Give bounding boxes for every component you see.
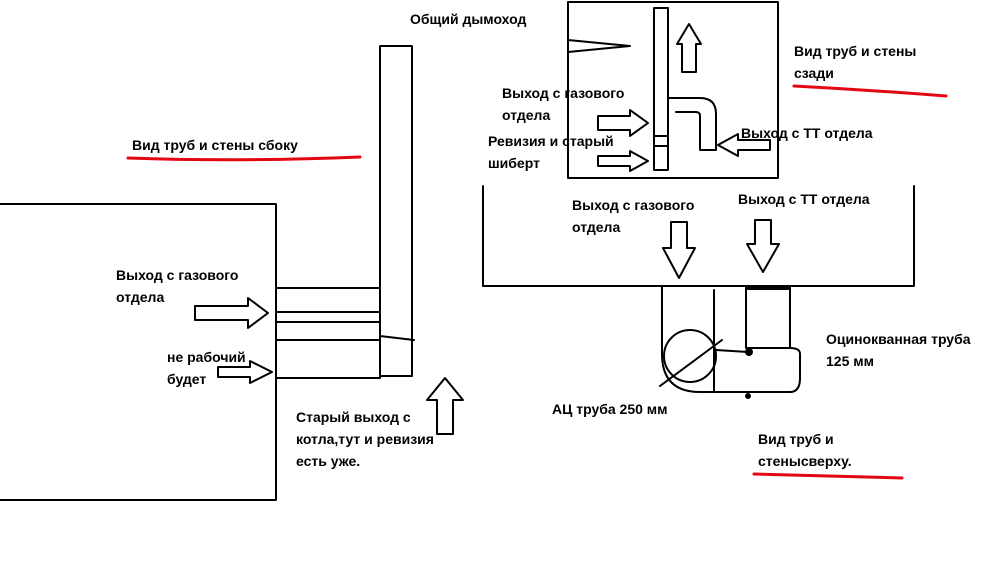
side-view-title: Вид труб и стены сбоку (132, 137, 298, 153)
top-ac-pipe-circle (663, 329, 717, 383)
back-elbow-pipe (667, 97, 717, 151)
galvanized-pipe-label-1: Оцинокванная труба (826, 331, 971, 347)
top-gas-outlet-label-2: отдела (572, 219, 621, 235)
side-old-outlet-label-2: котла,тут и ревизия (296, 431, 434, 447)
back-gas-arrow (597, 109, 649, 137)
common-chimney-label: Общий дымоход (410, 11, 527, 27)
back-revision-label-1: Ревизия и старый (488, 133, 614, 149)
side-notworking-label-1: не рабочий (167, 349, 246, 365)
top-connector-dot (745, 348, 753, 356)
side-notworking-label-2: будет (167, 371, 207, 387)
top-tt-outlet-label: Выход с ТТ отдела (738, 191, 870, 207)
galvanized-pipe-label-2: 125 мм (826, 353, 874, 369)
top-bottom-dot (745, 393, 751, 399)
back-view-title-1: Вид труб и стены (794, 43, 917, 59)
back-up-arrow (676, 23, 702, 73)
side-chimney-joint (379, 335, 415, 341)
top-connector (715, 349, 749, 353)
back-chimney (653, 7, 669, 171)
back-revision-label-2: шиберт (488, 155, 540, 171)
back-gas-outlet-label-1: Выход с газового (502, 85, 625, 101)
side-gas-outlet-label-1: Выход с газового (116, 267, 239, 283)
back-gas-outlet-label-2: отдела (502, 107, 551, 123)
top-title-underline (752, 472, 904, 480)
side-notworking-arrow (217, 360, 273, 384)
ac-pipe-label: АЦ труба 250 мм (552, 401, 668, 417)
side-up-arrow (426, 377, 464, 435)
top-galvanized-pipe (745, 285, 791, 349)
back-chimney-pointer (567, 39, 631, 53)
back-view-title-2: сзади (794, 65, 834, 81)
top-circle-diagonal (659, 339, 723, 387)
back-tt-arrow (717, 133, 771, 157)
top-view-title-1: Вид труб и (758, 431, 834, 447)
top-gas-outlet-label-1: Выход с газового (572, 197, 695, 213)
side-lower-pipe (275, 339, 381, 379)
side-chimney (379, 45, 413, 377)
side-old-outlet-label-3: есть уже. (296, 453, 361, 469)
top-gas-arrow (662, 221, 696, 279)
side-gas-arrow (194, 297, 269, 329)
side-gas-outlet-label-2: отдела (116, 289, 165, 305)
back-box (567, 1, 779, 179)
side-upper-pipe (275, 287, 381, 313)
back-title-underline (792, 84, 948, 98)
back-tt-outlet-label: Выход с ТТ отдела (741, 125, 873, 141)
back-revision-arrow (597, 150, 649, 172)
top-ac-pipe (661, 285, 801, 393)
top-tt-arrow (746, 219, 780, 273)
top-wall-outline (482, 185, 915, 287)
side-old-outlet-label-1: Старый выход с (296, 409, 411, 425)
top-view-title-2: стенысверху. (758, 453, 852, 469)
side-title-underline (126, 155, 362, 162)
